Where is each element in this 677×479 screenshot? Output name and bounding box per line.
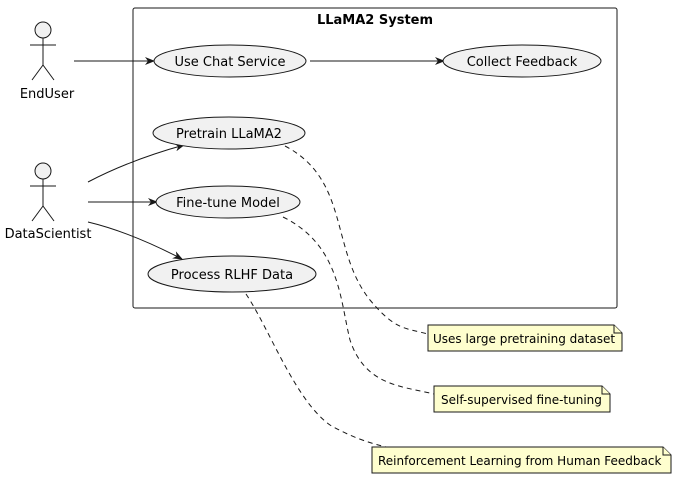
use-case-chat-label: Use Chat Service	[175, 55, 286, 70]
note-finetune: Self-supervised fine-tuning	[433, 385, 611, 413]
use-case-pretrain: Pretrain LLaMA2	[152, 116, 306, 150]
actor-data-scientist-label: DataScientist	[5, 227, 92, 242]
system-boundary: LLaMA2 System	[132, 7, 618, 309]
use-case-rlhf-label: Process RLHF Data	[171, 268, 293, 283]
edge-scientist-rlhf	[87, 221, 183, 260]
note-rlhf: Reinforcement Learning from Human Feedba…	[371, 446, 672, 474]
system-title: LLaMA2 System	[317, 13, 433, 28]
note-finetune-text: Self-supervised fine-tuning	[441, 393, 602, 407]
note-rlhf-text: Reinforcement Learning from Human Feedba…	[378, 454, 661, 468]
edge-scientist-pretrain	[87, 143, 185, 183]
use-case-pretrain-label: Pretrain LLaMA2	[176, 127, 282, 142]
use-case-feedback: Collect Feedback	[442, 44, 602, 78]
note-connector-rlhf	[245, 293, 413, 455]
use-case-feedback-label: Collect Feedback	[467, 55, 578, 70]
note-connector-finetune	[282, 216, 435, 395]
actor-end-user: EndUser	[20, 21, 75, 102]
stick-figure-icon	[30, 162, 56, 222]
use-case-finetune-label: Fine-tune Model	[176, 196, 280, 211]
stick-figure-icon	[30, 21, 56, 81]
associations	[74, 57, 445, 260]
note-connector-pretrain	[284, 145, 429, 335]
note-pretrain-text: Uses large pretraining dataset	[433, 332, 615, 346]
use-case-finetune: Fine-tune Model	[155, 185, 301, 219]
actor-data-scientist: DataScientist	[5, 162, 92, 242]
actor-end-user-label: EndUser	[20, 87, 75, 102]
use-case-rlhf: Process RLHF Data	[147, 255, 317, 293]
note-connectors	[245, 145, 435, 455]
note-pretrain: Uses large pretraining dataset	[427, 324, 623, 352]
use-case-chat: Use Chat Service	[153, 44, 307, 78]
